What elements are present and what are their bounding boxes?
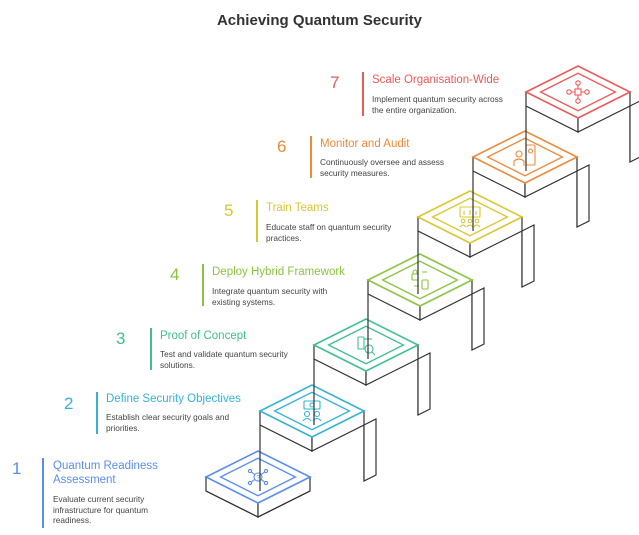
step-description: Continuously oversee and assess security… bbox=[320, 157, 445, 178]
step-number: 2 bbox=[64, 394, 74, 413]
step-accent-bar bbox=[150, 328, 152, 370]
stair-step-1: ? bbox=[204, 450, 312, 518]
step-title: Deploy Hybrid Framework bbox=[212, 266, 345, 278]
step-tread-inner bbox=[273, 391, 351, 431]
step-description: Implement quantum security across the en… bbox=[372, 94, 503, 115]
step-back-face bbox=[576, 164, 590, 228]
step-title: Define Security Objectives bbox=[106, 393, 241, 405]
stair-step-3 bbox=[312, 318, 431, 416]
step-number: 5 bbox=[224, 201, 234, 220]
step-number: 7 bbox=[330, 73, 340, 92]
step-accent-bar bbox=[362, 72, 364, 116]
stair-step-7 bbox=[524, 65, 639, 163]
step-tread-inner bbox=[431, 197, 509, 237]
step-accent-bar bbox=[310, 136, 312, 178]
step-accent-bar bbox=[42, 458, 44, 528]
step-tread-inner bbox=[327, 325, 405, 365]
step-description: Educate staff on quantum security practi… bbox=[266, 222, 392, 243]
step-title: Quantum Readiness Assessment bbox=[53, 460, 158, 486]
step-title: Monitor and Audit bbox=[320, 138, 410, 150]
step-number: 1 bbox=[12, 459, 22, 478]
step-tread bbox=[366, 253, 474, 307]
stair-step-4 bbox=[366, 253, 485, 351]
stair-step-6 bbox=[471, 130, 590, 228]
svg-text:?: ? bbox=[256, 476, 260, 482]
step-tread-inner bbox=[539, 72, 617, 112]
stair-step-2 bbox=[258, 384, 377, 482]
step-accent-bar bbox=[256, 200, 258, 242]
step-tread bbox=[471, 130, 579, 184]
base-line bbox=[205, 490, 311, 518]
step-accent-bar bbox=[202, 264, 204, 306]
step-back-face bbox=[363, 418, 377, 482]
step-accent-bar bbox=[96, 392, 98, 434]
stair-step-5 bbox=[416, 190, 535, 288]
step-tread-inner bbox=[219, 457, 297, 497]
step-tread bbox=[258, 384, 366, 438]
classroom-icon bbox=[459, 206, 481, 228]
step-title: Scale Organisation-Wide bbox=[372, 74, 500, 86]
step-tread-inner bbox=[381, 260, 459, 300]
step-tread bbox=[204, 450, 312, 504]
step-description: Integrate quantum security with existing… bbox=[212, 286, 328, 307]
diagram-title: Achieving Quantum Security bbox=[216, 12, 423, 29]
step-tread-inner bbox=[486, 137, 564, 177]
step-back-face bbox=[521, 224, 535, 288]
step-title: Train Teams bbox=[266, 202, 329, 214]
step-number: 3 bbox=[116, 329, 126, 348]
step-description: Evaluate current security infrastructure… bbox=[53, 494, 148, 525]
step-number: 4 bbox=[170, 265, 180, 284]
step-tread bbox=[312, 318, 420, 372]
step-description: Establish clear security goals and prior… bbox=[106, 412, 230, 433]
step-title: Proof of Concept bbox=[160, 330, 247, 342]
step-back-face bbox=[417, 352, 431, 416]
organization-network-icon bbox=[566, 80, 590, 104]
step-back-face bbox=[629, 100, 639, 163]
step-tread bbox=[524, 65, 632, 119]
step-back-face bbox=[471, 287, 485, 351]
step-description: Test and validate quantum security solut… bbox=[160, 349, 288, 370]
step-number: 6 bbox=[277, 137, 287, 156]
network-question-icon: ? bbox=[247, 468, 269, 486]
